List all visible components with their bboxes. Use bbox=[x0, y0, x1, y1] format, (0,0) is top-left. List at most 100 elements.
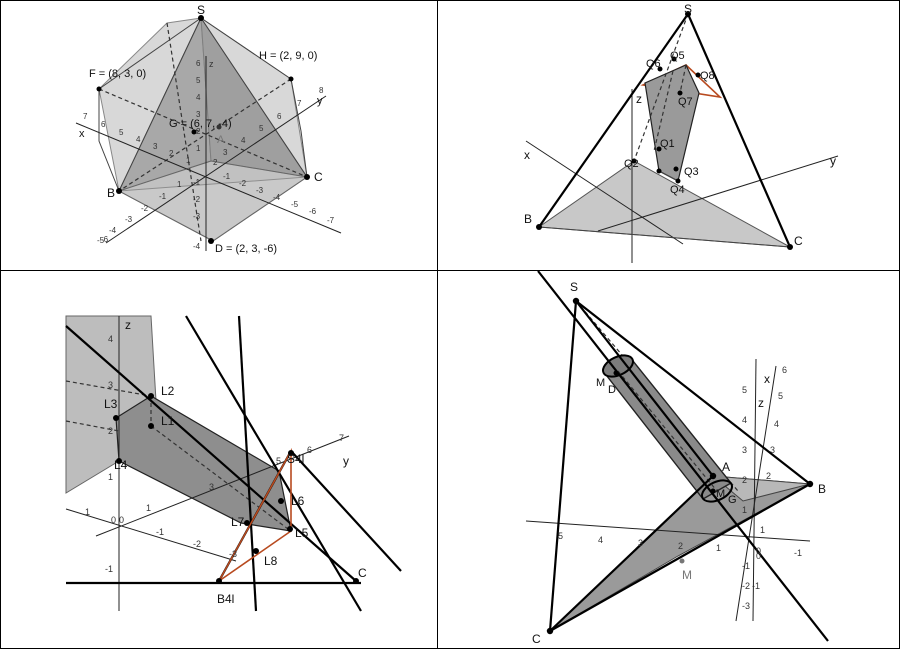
svg-text:0: 0 bbox=[119, 515, 124, 525]
svg-text:2: 2 bbox=[213, 158, 218, 167]
svg-text:-3: -3 bbox=[256, 186, 264, 195]
svg-text:-2: -2 bbox=[141, 204, 149, 213]
svg-text:-5: -5 bbox=[97, 236, 105, 245]
svg-text:7: 7 bbox=[339, 433, 344, 443]
svg-text:5: 5 bbox=[276, 456, 281, 466]
point-g-label: G bbox=[728, 494, 737, 506]
svg-text:5: 5 bbox=[119, 128, 124, 137]
svg-text:1: 1 bbox=[186, 156, 191, 165]
point-g-label: G = (6, 7, -4) bbox=[169, 118, 232, 130]
svg-text:6: 6 bbox=[101, 120, 106, 129]
point-a-label: A bbox=[217, 134, 225, 146]
svg-text:-1: -1 bbox=[193, 178, 201, 187]
panel-prism-zoom: 4 3 2 1 -1 1 0 0 1 -1 -2 -3 3 5 6 7 z y … bbox=[0, 270, 438, 649]
svg-text:1: 1 bbox=[760, 525, 765, 535]
z-axis-label: z bbox=[636, 92, 642, 106]
svg-text:3: 3 bbox=[209, 482, 214, 492]
svg-text:3: 3 bbox=[108, 380, 113, 390]
prism-face bbox=[115, 395, 292, 532]
z-axis-label: z bbox=[209, 59, 214, 69]
x-axis-label: x bbox=[79, 128, 85, 140]
svg-text:3: 3 bbox=[638, 538, 643, 548]
svg-text:0: 0 bbox=[111, 515, 116, 525]
svg-text:1: 1 bbox=[146, 503, 151, 513]
point-f-label: F = (8, 3, 0) bbox=[89, 68, 146, 80]
pyramid-cylinder-figure: 5 4 3 2 1 0 -1 5 4 3 2 1 -1 -2 -3 6 5 4 … bbox=[525, 271, 829, 646]
svg-text:1: 1 bbox=[196, 144, 201, 153]
svg-text:6: 6 bbox=[307, 445, 312, 455]
svg-text:-1: -1 bbox=[105, 564, 113, 574]
point-c-label: C bbox=[358, 566, 367, 580]
section-triangle bbox=[218, 447, 292, 582]
svg-text:3: 3 bbox=[742, 445, 747, 455]
point-s4l-label: S4l bbox=[287, 452, 304, 466]
point-l6-label: L6 bbox=[291, 494, 305, 508]
point-mg-label: M bbox=[716, 488, 725, 500]
point-l3-label: L3 bbox=[104, 397, 118, 411]
svg-text:2: 2 bbox=[169, 149, 174, 158]
svg-text:5: 5 bbox=[742, 385, 747, 395]
panel-pyramid-prism: x y z S B C Q1 Q2 Q3 Q4 Q5 Q6 Q7 Q8 bbox=[437, 0, 900, 271]
svg-text:6: 6 bbox=[782, 365, 787, 375]
svg-text:-3: -3 bbox=[193, 212, 201, 221]
point-d-label: D = (2, 3, -6) bbox=[215, 243, 277, 255]
svg-text:-1: -1 bbox=[752, 581, 760, 591]
point-l1-label: L1 bbox=[161, 414, 175, 428]
svg-text:4: 4 bbox=[108, 334, 113, 344]
svg-text:-1: -1 bbox=[159, 192, 167, 201]
svg-text:4: 4 bbox=[196, 93, 201, 102]
svg-text:1: 1 bbox=[742, 505, 747, 515]
point-b-label: B bbox=[818, 482, 826, 496]
point-q7-label: Q7 bbox=[678, 96, 693, 108]
svg-text:-4: -4 bbox=[273, 193, 281, 202]
svg-text:2: 2 bbox=[742, 475, 747, 485]
svg-text:-4: -4 bbox=[109, 226, 117, 235]
svg-text:-1: -1 bbox=[794, 548, 802, 558]
svg-text:7: 7 bbox=[297, 99, 302, 108]
svg-text:3: 3 bbox=[223, 148, 228, 157]
point-md-label: M bbox=[596, 377, 605, 389]
svg-text:2: 2 bbox=[108, 426, 113, 436]
y-axis-label: y bbox=[317, 95, 323, 107]
svg-text:3: 3 bbox=[153, 142, 158, 151]
point-q5-label: Q5 bbox=[670, 50, 685, 62]
svg-text:1: 1 bbox=[85, 507, 90, 517]
point-q6-label: Q6 bbox=[646, 58, 661, 70]
point-s-label: S bbox=[684, 2, 692, 16]
svg-text:-6: -6 bbox=[101, 235, 109, 244]
svg-text:-3: -3 bbox=[229, 549, 237, 559]
svg-text:-2: -2 bbox=[239, 179, 247, 188]
point-q3-label: Q3 bbox=[684, 166, 699, 178]
point-c-label: C bbox=[532, 632, 541, 646]
point-l8-label: L8 bbox=[264, 554, 278, 568]
pyramid-side bbox=[711, 475, 811, 502]
z-axis-label: z bbox=[758, 396, 764, 410]
point-q4-label: Q4 bbox=[670, 184, 685, 196]
svg-text:3: 3 bbox=[770, 445, 775, 455]
point-c-label: C bbox=[314, 170, 323, 184]
svg-text:0: 0 bbox=[756, 551, 761, 561]
svg-text:-5: -5 bbox=[291, 200, 299, 209]
point-m-label: M bbox=[682, 568, 692, 582]
svg-text:8: 8 bbox=[319, 86, 324, 95]
svg-text:-1: -1 bbox=[156, 527, 164, 537]
svg-text:2: 2 bbox=[196, 127, 201, 136]
svg-text:-2: -2 bbox=[193, 539, 201, 549]
svg-text:-3: -3 bbox=[125, 215, 133, 224]
point-s-label: S bbox=[197, 3, 205, 17]
point-c-label: C bbox=[794, 234, 803, 248]
point-b4l-label: B4l bbox=[217, 592, 234, 606]
svg-text:2: 2 bbox=[766, 471, 771, 481]
point-l4-label: L4 bbox=[114, 458, 128, 472]
point-b-label: B bbox=[107, 186, 115, 200]
y-axis-label: y bbox=[343, 454, 349, 468]
svg-text:-6: -6 bbox=[309, 207, 317, 216]
point-q8-label: Q8 bbox=[700, 70, 715, 82]
point-q1-label: Q1 bbox=[660, 138, 675, 150]
point-l2-label: L2 bbox=[161, 384, 175, 398]
svg-text:3: 3 bbox=[196, 110, 201, 119]
panel-pyramid-cylinder: 5 4 3 2 1 0 -1 5 4 3 2 1 -1 -2 -3 6 5 4 … bbox=[437, 270, 900, 649]
point-b-label: B bbox=[524, 212, 532, 226]
svg-text:1: 1 bbox=[716, 543, 721, 553]
prism-body bbox=[644, 64, 700, 182]
